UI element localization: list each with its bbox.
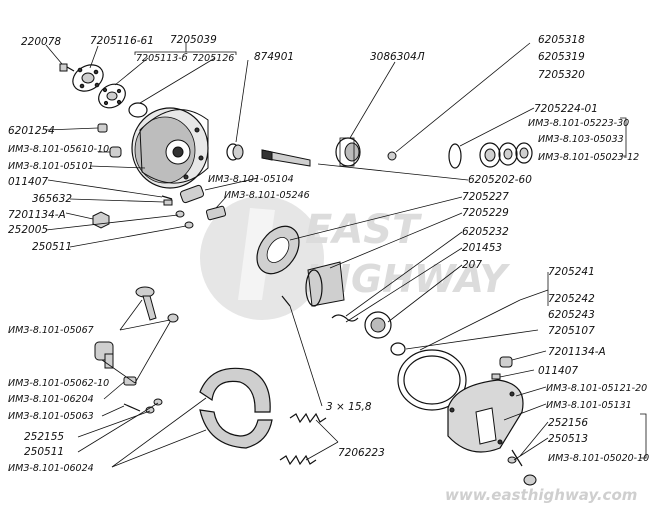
part-bearing-3086304 (335, 137, 361, 167)
part-pin-3x15 (281, 295, 291, 307)
label-7201134A-right: 7201134-А (548, 346, 606, 358)
part-bolt-220078 (59, 63, 75, 72)
part-bearing-207 (364, 311, 392, 339)
part-nut-6205318 (387, 151, 397, 161)
label-05063: ИМЗ-8.101-05063 (8, 411, 94, 422)
label-7206223: 7206223 (338, 447, 385, 459)
part-washer-250511 (184, 221, 194, 229)
part-flange-7205113 (98, 83, 126, 109)
part-main-housing (131, 107, 209, 189)
part-sleeve-05610 (109, 146, 122, 158)
label-201453: 201453 (462, 242, 502, 254)
label-7205126: 7205126 (192, 53, 234, 64)
label-252156: 252156 (548, 417, 588, 429)
label-06204: ИМЗ-8.101-06204 (8, 394, 94, 405)
label-6205232: 6205232 (462, 226, 509, 238)
label-7205229: 7205229 (462, 207, 509, 219)
part-spring-7206223-lower (279, 454, 317, 466)
label-7205320: 7205320 (538, 69, 585, 81)
label-7205039: 7205039 (170, 34, 217, 46)
part-washer-250511-b (153, 398, 163, 406)
label-365632: 365632 (32, 193, 72, 205)
label-874901: 874901 (254, 51, 294, 63)
label-06024: ИМЗ-8.101-06024 (8, 463, 94, 474)
label-250513: 250513 (548, 433, 588, 445)
label-6205319: 6205319 (538, 51, 585, 63)
part-cover-05121 (447, 379, 524, 453)
label-05104: ИМЗ-8.101-05104 (208, 174, 294, 185)
label-011407: 011407 (8, 176, 48, 188)
part-bushing-05246 (205, 205, 227, 221)
part-cam-05062 (94, 341, 114, 369)
part-ring-7205107 (390, 342, 406, 356)
part-washer-252005 (175, 210, 185, 218)
label-7205241: 7205241 (548, 266, 595, 278)
label-250511: 250511 (32, 241, 72, 253)
label-05067: ИМЗ-8.101-05067 (8, 325, 94, 336)
part-cover-gasket (397, 349, 467, 411)
part-nut-06204 (123, 376, 137, 386)
label-3086304L: 3086304Л (370, 51, 425, 63)
part-pin-011407 (161, 195, 173, 200)
label-05020-10: ИМЗ-8.101-05020-10 (548, 453, 649, 464)
part-ring-stack-7205224 (448, 142, 533, 169)
label-6205243: 6205243 (548, 309, 595, 321)
part-lever-05067 (135, 286, 157, 321)
label-05121-20: ИМЗ-8.101-05121-20 (546, 383, 647, 394)
part-nut-7201134A (92, 211, 110, 229)
part-brake-shoes (199, 367, 273, 449)
label-05246: ИМЗ-8.101-05246 (224, 190, 310, 201)
label-7205242: 7205242 (548, 293, 595, 305)
label-207: 207 (462, 259, 482, 271)
part-spring-7206223-upper (289, 412, 327, 424)
label-7205116-61: 7205116-61 (90, 35, 154, 47)
part-hub-7205229 (305, 261, 345, 307)
label-05610-10: ИМЗ-8.101-05610-10 (8, 144, 109, 155)
part-pin-05063 (123, 403, 141, 412)
part-pin-011407-right (491, 373, 501, 380)
part-labels: 220078 7205116-61 7205039 7205113-б 7205… (8, 34, 649, 474)
label-7205113-b: 7205113-б (136, 53, 188, 64)
label-6201254: 6201254 (8, 125, 55, 137)
part-bolt-head-05020 (523, 474, 537, 486)
label-7205107: 7205107 (548, 325, 595, 337)
label-6205202-60: 6205202-60 (468, 174, 532, 186)
label-250511-b: 250511 (24, 446, 64, 458)
label-05023-12: ИМЗ-8.101-05023-12 (538, 152, 639, 163)
label-05033: ИМЗ-8.103-05033 (538, 134, 624, 145)
part-crown-gear (256, 225, 300, 275)
watermark-url: www.easthighway.com (445, 486, 637, 504)
part-nut-6201254 (97, 123, 108, 133)
part-shaft (261, 149, 311, 167)
label-7201134A: 7201134-А (8, 209, 66, 221)
label-05101: ИМЗ-8.101-05101 (8, 161, 94, 172)
label-220078: 220078 (21, 36, 61, 48)
part-seal-874901 (226, 143, 244, 161)
part-ring-7205126 (128, 102, 148, 118)
parts (59, 63, 537, 486)
watermark-brand-line1: EAST (305, 207, 422, 253)
label-252005: 252005 (8, 224, 48, 236)
part-nut-7201134A-right (499, 356, 513, 368)
label-252155: 252155 (24, 431, 64, 443)
watermark: EAST HIGHWAY www.easthighway.com (200, 196, 637, 504)
part-circlip-201453 (331, 314, 359, 322)
label-05223-30: ИМЗ-8.101-05223-30 (528, 118, 629, 129)
label-05062-10: ИМЗ-8.101-05062-10 (8, 378, 109, 389)
part-key-365632 (163, 199, 173, 206)
label-3x15-8: 3 × 15,8 (326, 401, 372, 413)
part-washer-lever (167, 313, 179, 323)
label-6205318: 6205318 (538, 34, 585, 46)
label-7205224-01: 7205224-01 (534, 103, 598, 115)
part-flange-7205116 (72, 64, 104, 92)
part-sleeve-05104 (179, 184, 205, 204)
part-washer-250513 (507, 456, 517, 464)
label-011407-right: 011407 (538, 365, 578, 377)
leader-lines (45, 42, 647, 468)
label-05131: ИМЗ-8.101-05131 (546, 400, 632, 411)
watermark-road-icon (238, 208, 275, 300)
label-7205227: 7205227 (462, 191, 509, 203)
